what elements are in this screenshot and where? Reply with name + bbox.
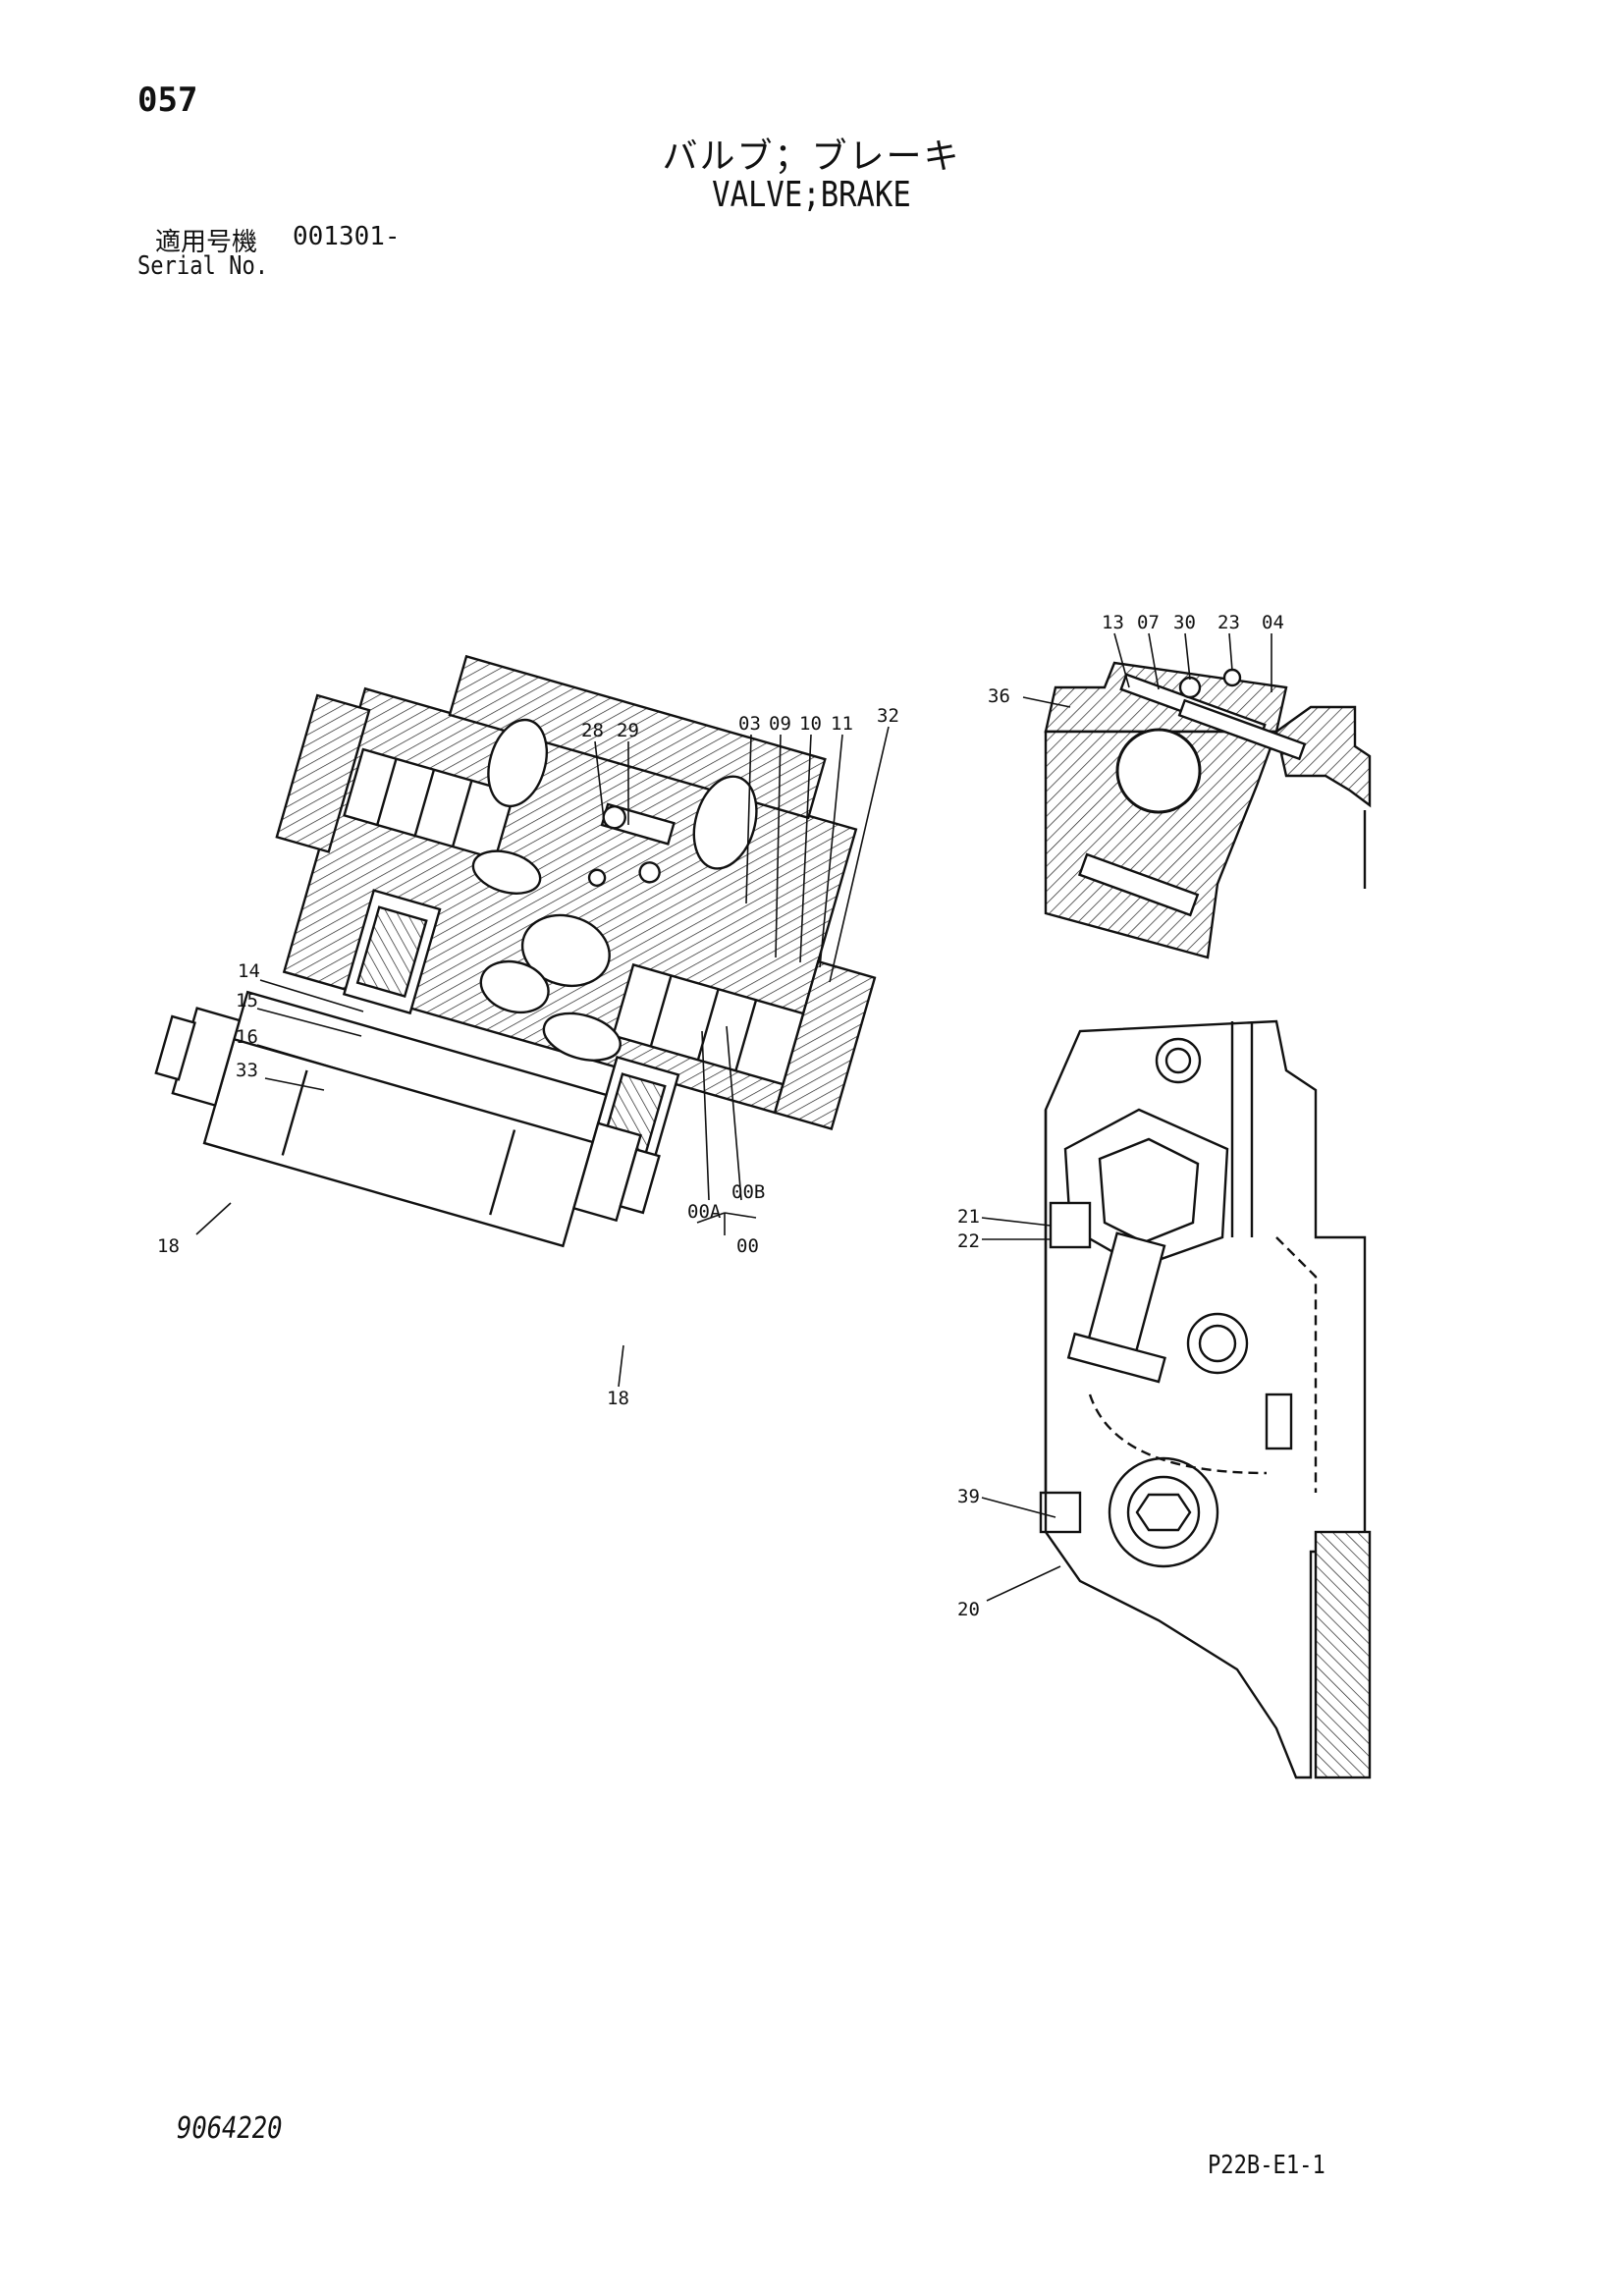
serial-label-japanese: 適用号機 [155, 228, 258, 257]
callout-29: 29 [617, 720, 639, 741]
right-bottom-callouts: 21 22 39 20 [957, 1206, 980, 1620]
callout-20: 20 [957, 1599, 980, 1620]
callout-22: 22 [957, 1230, 980, 1252]
callout-21: 21 [957, 1206, 980, 1228]
title-english: VALVE;BRAKE [712, 175, 911, 215]
callout-16: 16 [236, 1026, 258, 1048]
callout-18-bottom: 18 [607, 1388, 629, 1409]
callout-15: 15 [236, 990, 258, 1011]
callout-10: 10 [799, 713, 822, 735]
callout-13: 13 [1102, 612, 1124, 633]
page-number: 057 [137, 81, 198, 120]
callout-30: 30 [1173, 612, 1196, 633]
right-top-detail-view [1022, 632, 1372, 959]
callout-18-left: 18 [157, 1235, 180, 1257]
serial-label-english: Serial No. [137, 251, 269, 281]
callout-00b: 00B [731, 1181, 765, 1203]
callout-00a: 00A [687, 1201, 722, 1223]
callout-03: 03 [738, 713, 761, 735]
callout-11: 11 [831, 713, 853, 735]
serial-value: 001301- [293, 222, 401, 251]
callout-23: 23 [1217, 612, 1240, 633]
callout-39: 39 [957, 1486, 980, 1507]
callout-14: 14 [238, 960, 260, 982]
right-bottom-exterior-view [981, 1019, 1372, 1779]
document-number: 9064220 [177, 2111, 283, 2146]
callout-33: 33 [236, 1060, 258, 1081]
callout-00: 00 [736, 1235, 759, 1257]
left-section-view [154, 654, 890, 1388]
callout-36: 36 [988, 685, 1010, 707]
callout-28: 28 [581, 720, 604, 741]
right-top-callouts: 13 07 30 23 04 36 [988, 612, 1284, 707]
callout-04: 04 [1262, 612, 1284, 633]
left-callouts: 28 29 03 09 10 11 32 14 15 16 33 18 18 0… [157, 705, 899, 1409]
callout-09: 09 [769, 713, 791, 735]
title-japanese: バルブ；ブレーキ [662, 137, 961, 177]
callout-07: 07 [1137, 612, 1160, 633]
callout-32: 32 [877, 705, 899, 727]
page-code: P22B-E1-1 [1208, 2151, 1325, 2180]
